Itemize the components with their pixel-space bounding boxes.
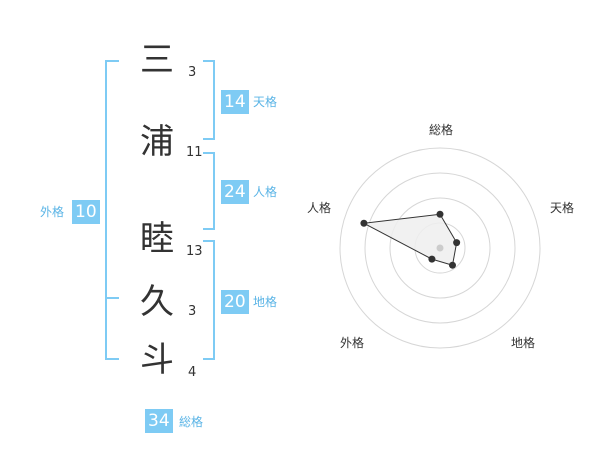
- tenkaku-label: 天格: [253, 95, 278, 109]
- jinkaku-label: 人格: [253, 185, 278, 199]
- name-char-5: 斗: [140, 340, 174, 380]
- radar-point-1: [453, 239, 461, 247]
- chikaku-bracket: [203, 240, 215, 360]
- radar-point-4: [360, 219, 368, 227]
- gaikaku-bracket: [105, 60, 119, 360]
- radar-series-area: [362, 213, 458, 266]
- stroke-count-2: 11: [186, 145, 203, 160]
- stroke-count-5: 4: [188, 365, 197, 380]
- radar-point-0: [436, 210, 444, 218]
- stroke-count-3: 13: [186, 244, 203, 259]
- name-char-2: 浦: [140, 122, 174, 162]
- radar-axis-label-4: 人格: [307, 201, 332, 215]
- radar-point-2: [448, 261, 456, 269]
- name-char-4: 久: [140, 282, 174, 322]
- radar-axis-label-0: 総格: [429, 123, 454, 137]
- radar-center-dot: [436, 244, 444, 252]
- chikaku-label: 地格: [253, 295, 278, 309]
- radar-axis-label-3: 外格: [340, 336, 365, 350]
- name-char-1: 三: [140, 40, 174, 80]
- gaikaku-value: 10: [72, 200, 100, 224]
- radar-point-3: [428, 255, 436, 263]
- jinkaku-bracket: [203, 152, 215, 230]
- name-char-3: 睦: [140, 219, 174, 259]
- stroke-count-1: 3: [188, 65, 197, 80]
- radar-ring-4: [339, 147, 541, 349]
- soukaku-value: 34: [145, 409, 173, 433]
- radar-axis-label-1: 天格: [550, 201, 575, 215]
- jinkaku-value: 24: [221, 180, 249, 204]
- gaikaku-bracket-divider: [105, 297, 119, 299]
- soukaku-label: 総格: [179, 415, 204, 429]
- tenkaku-value: 14: [221, 90, 249, 114]
- radar-ring-2: [389, 197, 491, 299]
- stroke-count-4: 3: [188, 304, 197, 319]
- radar-axis-label-2: 地格: [511, 336, 536, 350]
- radar-ring-3: [364, 172, 516, 324]
- gaikaku-label: 外格: [40, 205, 65, 219]
- chikaku-value: 20: [221, 290, 249, 314]
- tenkaku-bracket: [203, 60, 215, 140]
